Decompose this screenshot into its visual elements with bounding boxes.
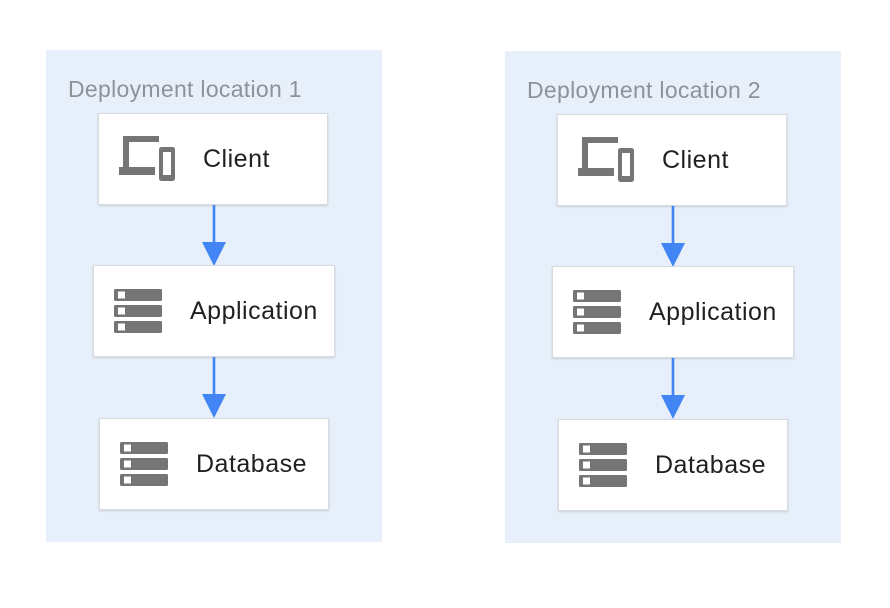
server-stack-icon xyxy=(120,442,168,486)
location-1-title: Deployment location 1 xyxy=(68,76,302,102)
client-node-label: Client xyxy=(662,145,729,174)
arrow-application-to-database xyxy=(202,357,226,418)
arrow-application-to-database xyxy=(661,358,685,419)
database-node-label: Database xyxy=(196,449,308,478)
database-node-2: Database xyxy=(558,419,788,511)
client-node-2: Client xyxy=(557,114,787,206)
client-node-1: Client xyxy=(98,113,328,205)
client-devices-icon xyxy=(578,137,634,183)
server-stack-icon xyxy=(114,289,162,333)
application-node-label: Application xyxy=(190,296,318,325)
server-stack-icon xyxy=(579,443,627,487)
arrow-client-to-application xyxy=(202,205,226,266)
database-node-label: Database xyxy=(655,450,767,479)
client-node-label: Client xyxy=(203,144,270,173)
database-node-1: Database xyxy=(99,418,329,510)
deployment-location-2-panel: Deployment location 2 Client xyxy=(505,51,841,543)
application-node-label: Application xyxy=(649,297,777,326)
client-devices-icon xyxy=(119,136,175,182)
location-2-title: Deployment location 2 xyxy=(527,77,761,103)
arrow-client-to-application xyxy=(661,206,685,267)
server-stack-icon xyxy=(573,290,621,334)
application-node-2: Application xyxy=(552,266,794,358)
deployment-location-1-panel: Deployment location 1 Client xyxy=(46,50,382,542)
application-node-1: Application xyxy=(93,265,335,357)
